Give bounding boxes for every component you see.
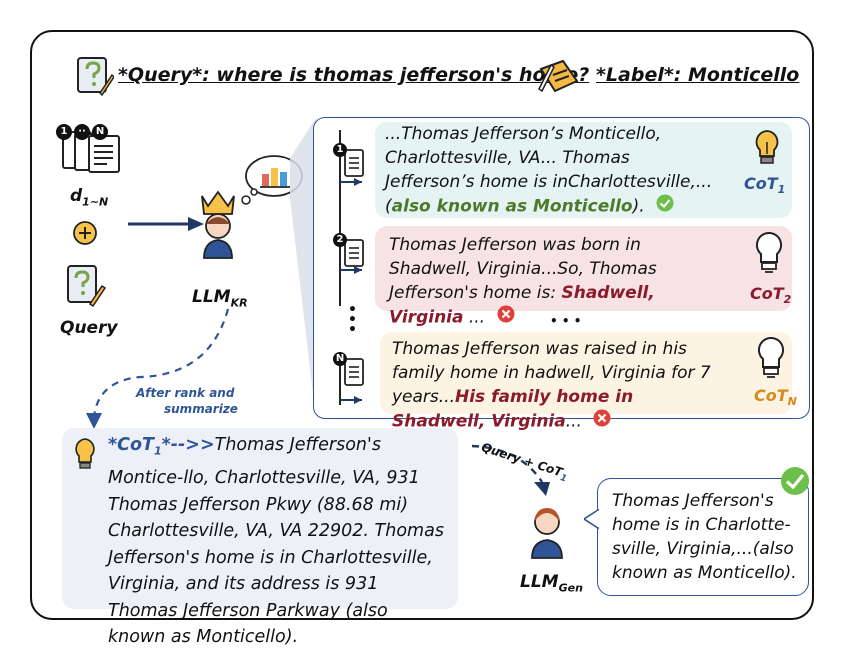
llm-kr-label: LLMKR [192,287,248,310]
cross-icon-n [593,409,611,434]
query-doc-icon [64,262,107,308]
plus-icon [72,220,98,246]
timeline-dots: ••• [348,302,357,338]
cot-ellipsis: • • • [550,314,582,328]
answer-text: Thomas Jefferson's home is in Charlotte-… [612,491,797,583]
summary-text: Thomas Jefferson's Montice-llo, Charlott… [108,435,444,647]
doc-badge-dots: ·· [74,124,90,140]
query-header: *Query*: where is thomas jefferson's hom… [118,64,590,86]
cot-2-highlight: Shadwell, Virginia [389,283,655,328]
label-header: *Label*: Monticello [596,64,800,86]
cot-2-end: ... [463,307,486,328]
cot-box-1: ...Thomas Jefferson’s Monticello, Charlo… [375,122,792,218]
cot-1-end: ). [632,196,645,217]
cot-badge-n: N [333,352,347,366]
cot-doc-icon-2 [340,236,366,270]
cot-box-n: Thomas Jefferson was raised in his famil… [380,332,792,432]
cot-box-2: Thomas Jefferson was born in Shadwell, V… [375,226,792,328]
answer-bubble-tail [582,508,600,530]
cot-1-highlight: also known as Monticello [391,196,633,217]
llm-gen-label: LLMGen [520,572,583,595]
cot-n-text: Thomas Jefferson was raised in his famil… [392,339,711,407]
query-label: Query [60,318,118,338]
query-cot-dashed-arrow [470,438,560,498]
doc-badge-last: N [92,124,108,140]
lightbulb-off-icon-n [756,335,786,381]
diagram-frame [30,30,814,620]
summary-lightbulb-icon [72,436,98,472]
summary-box: *CoT1*-->>Thomas Jefferson's Montice-llo… [62,428,458,647]
doc-badge-first: 1 [56,124,72,140]
cot-doc-icon-n [340,355,366,389]
lightbulb-lit-icon-1 [752,128,782,168]
input-arrow [128,216,204,232]
lightbulb-off-icon-2 [754,230,784,276]
cot-2-label: CoT2 [750,284,792,307]
zoom-wedge [290,118,316,420]
llm-gen-avatar-icon [526,502,568,560]
docs-label: d1~N [70,186,109,209]
thought-bubble-icon [238,152,304,208]
documents-icon [55,122,127,174]
summary-prefix: *CoT1*-->> [108,435,215,458]
answer-bubble: Thomas Jefferson's home is in Charlotte-… [597,478,809,596]
label-tag-icon [533,55,581,95]
llm-kr-avatar-icon [196,190,240,260]
cot-n-highlight: His family home in Shadwell, Virginia [392,387,634,432]
cot-badge-1: 1 [333,143,347,157]
cot-n-end: ... [565,411,582,432]
cot-1-label: CoT1 [744,174,786,197]
answer-check-icon [780,466,810,496]
check-icon [656,194,674,219]
cot-1-text: ...Thomas Jefferson’s Monticello, Charlo… [385,124,713,217]
cot-doc-icon-1 [340,146,366,180]
after-rank-label-1: After rank and [136,386,235,400]
cot-badge-2: 2 [333,233,347,247]
cot-n-label: CoTN [754,386,797,409]
query-notepad-icon [74,55,115,97]
after-rank-label-2: summarize [164,402,238,416]
cross-icon [497,305,515,330]
rank-dashed-arrow [80,305,240,435]
cot-2-text: Thomas Jefferson was born in Shadwell, V… [389,235,657,303]
